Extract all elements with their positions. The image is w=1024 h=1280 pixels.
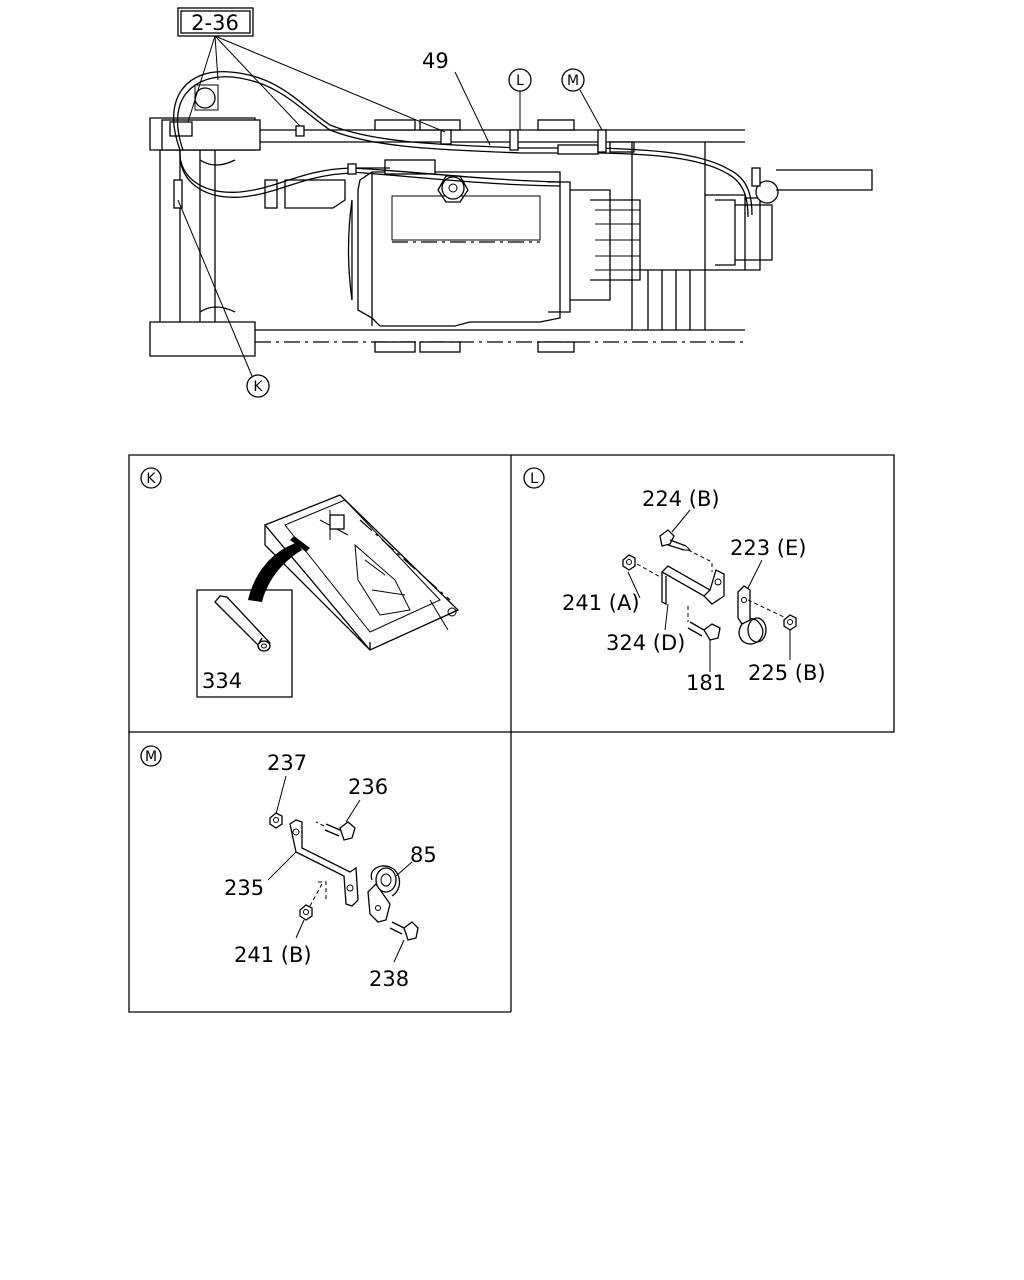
- detail-L-part-224[interactable]: 224 (B): [642, 487, 720, 511]
- nut-237: [269, 812, 283, 829]
- detail-L-part-223[interactable]: 223 (E): [730, 536, 806, 560]
- bolt-224: [659, 529, 713, 572]
- reference-box-label: 2-36: [191, 11, 239, 35]
- nut-241B: [299, 881, 327, 921]
- nut-241A: [622, 554, 663, 579]
- detail-L-part-181[interactable]: 181: [686, 671, 726, 695]
- detail-M-badge-letter: M: [145, 749, 157, 765]
- detail-K-part-334[interactable]: 334: [202, 669, 242, 693]
- bolt-238: [389, 921, 419, 941]
- nut-225: [783, 614, 797, 631]
- detail-grid: [128, 454, 895, 1013]
- clamp-223: [737, 585, 787, 645]
- cable-part-label: 49: [422, 49, 449, 73]
- callout-M[interactable]: M: [561, 68, 603, 131]
- control-cables: [173, 70, 873, 218]
- detail-L-part-225[interactable]: 225 (B): [748, 661, 826, 685]
- detail-M-part-238[interactable]: 238: [369, 967, 409, 991]
- detail-K-badge: K: [140, 467, 162, 489]
- frame-rails: [149, 117, 745, 357]
- clamp-M-marker: [597, 129, 607, 153]
- bolt-181: [687, 606, 721, 641]
- bracket-235: [289, 819, 359, 907]
- main-assembly-view: 2-36 49 L M K: [149, 7, 873, 398]
- detail-L-part-324[interactable]: 324 (D): [606, 631, 685, 655]
- detail-M-part-237[interactable]: 237: [267, 751, 307, 775]
- callout-K-letter: K: [253, 379, 263, 395]
- reference-leader-lines: [187, 35, 446, 133]
- detail-L-badge-letter: L: [530, 471, 538, 487]
- detail-M-panel: M: [140, 745, 437, 991]
- clamp-L-marker: [509, 129, 519, 151]
- bolt-236: [315, 821, 356, 841]
- detail-M-part-236[interactable]: 236: [348, 775, 388, 799]
- detail-M-part-235[interactable]: 235: [224, 876, 264, 900]
- detail-K-panel: K 334: [140, 467, 460, 698]
- bracket-324: [660, 565, 725, 606]
- detail-K-badge-letter: K: [146, 471, 156, 487]
- detail-M-part-85[interactable]: 85: [410, 843, 437, 867]
- detail-L-badge: L: [523, 467, 545, 489]
- reference-box[interactable]: 2-36: [177, 7, 254, 37]
- clamp-85: [367, 865, 401, 923]
- detail-L-part-241[interactable]: 241 (A): [562, 591, 640, 615]
- detail-L-panel: L: [523, 467, 826, 695]
- detail-M-badge: M: [140, 745, 162, 767]
- transmission: [347, 142, 773, 330]
- callout-L-letter: L: [516, 73, 524, 89]
- detail-M-part-241[interactable]: 241 (B): [234, 943, 312, 967]
- cable-leader: [454, 71, 491, 146]
- callout-L[interactable]: L: [508, 68, 532, 130]
- callout-K[interactable]: K: [177, 199, 270, 398]
- callout-M-letter: M: [567, 73, 579, 89]
